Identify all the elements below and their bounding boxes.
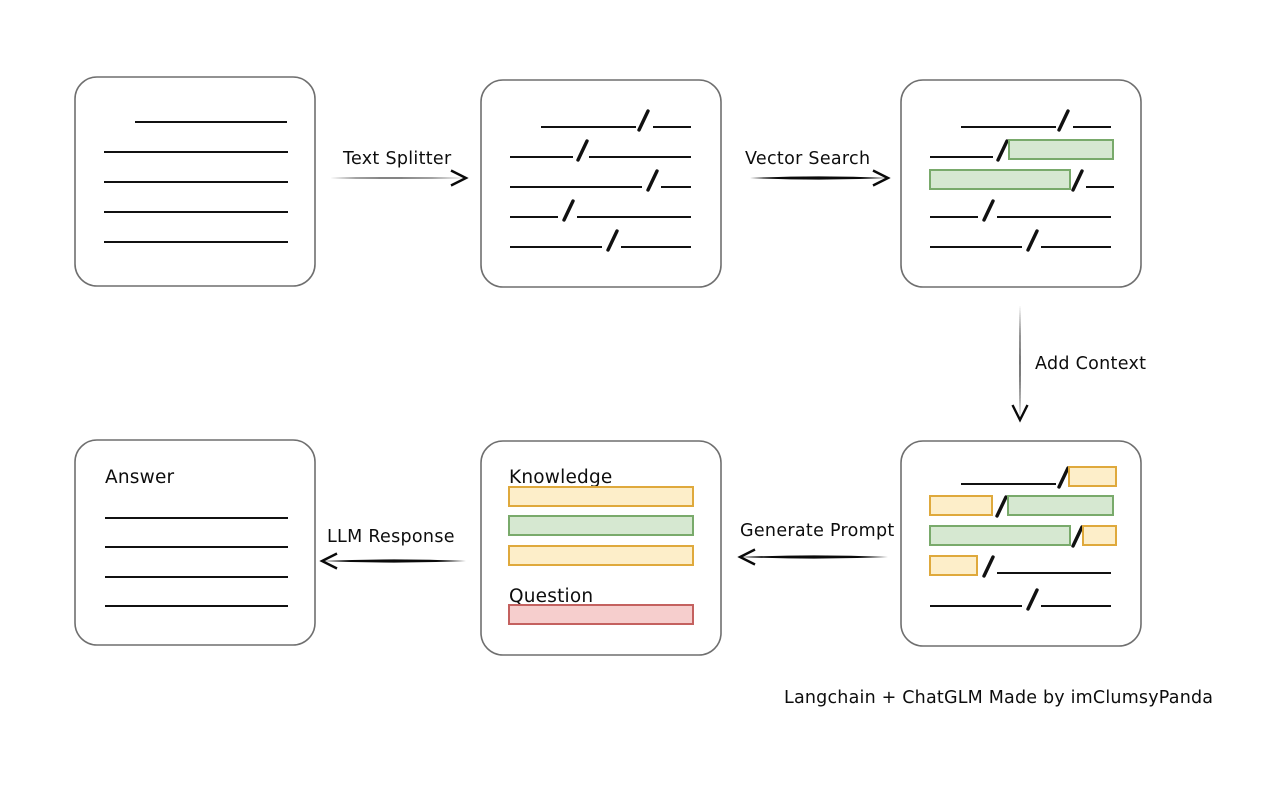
vector-matches-row-2 xyxy=(930,139,1114,162)
answer-frame xyxy=(74,439,316,646)
vector-matches-row-5-seg-2-slash xyxy=(1026,229,1039,252)
generate-prompt-shaft xyxy=(740,555,888,559)
split-chunks-row-2-seg-2-slash xyxy=(576,139,589,162)
add-context-label: Add Context xyxy=(1035,354,1146,374)
context-chunks-row-2-seg-3-highlight-green xyxy=(1007,495,1114,516)
split-chunks-row-3-seg-2-slash xyxy=(646,169,659,192)
llm-response-arrowhead-icon xyxy=(319,552,338,570)
footer-credit: Langchain + ChatGLM Made by imClumsyPand… xyxy=(784,688,1213,708)
vector-search-shaft xyxy=(750,176,888,180)
context-chunks-row-1-seg-3-highlight-yellow xyxy=(1068,466,1117,487)
split-chunks-row-4 xyxy=(510,199,691,222)
context-chunks-row-2 xyxy=(929,495,1114,518)
prompt-row-1 xyxy=(508,486,694,507)
llm-response-label: LLM Response xyxy=(327,527,455,547)
vector-matches-row-1 xyxy=(961,109,1111,132)
context-chunks-row-4-seg-1-highlight-yellow xyxy=(929,555,978,576)
context-chunks-row-3-seg-2-slash xyxy=(1071,525,1084,548)
context-chunks-row-4 xyxy=(929,555,1111,578)
vector-matches-row-3 xyxy=(929,169,1114,192)
add-context-arrowhead-icon xyxy=(1011,404,1029,423)
split-chunks-card[interactable] xyxy=(480,79,722,288)
split-chunks-row-5-seg-2-slash xyxy=(606,229,619,252)
vector-matches-row-2-seg-2-slash xyxy=(996,139,1009,162)
vector-matches-card[interactable] xyxy=(900,79,1142,288)
split-chunks-frame xyxy=(480,79,722,288)
vector-matches-row-3-seg-2-slash xyxy=(1071,169,1084,192)
vector-matches-row-1-seg-2-slash xyxy=(1057,109,1070,132)
vector-matches-row-4 xyxy=(930,199,1111,222)
text-splitter-arrowhead-icon xyxy=(450,169,469,187)
add-context-shaft xyxy=(1019,305,1021,420)
split-chunks-row-3 xyxy=(510,169,691,192)
edge-add-context[interactable]: Add Context xyxy=(1011,305,1147,423)
question-heading: Question xyxy=(509,586,593,607)
prompt-row-4 xyxy=(508,604,694,625)
split-chunks-row-1 xyxy=(541,109,691,132)
split-chunks-row-5 xyxy=(510,229,691,252)
vector-search-arrowhead-icon xyxy=(872,169,891,187)
prompt-row-1-seg-1-highlight-yellow xyxy=(508,486,694,507)
edge-llm-response[interactable]: LLM Response xyxy=(319,527,466,570)
prompt-row-3-seg-1-highlight-yellow xyxy=(508,545,694,566)
vector-matches-row-4-seg-2-slash xyxy=(982,199,995,222)
edge-vector-search[interactable]: Vector Search xyxy=(745,149,891,187)
vector-matches-row-5 xyxy=(930,229,1111,252)
context-chunks-row-3 xyxy=(929,525,1117,548)
context-chunks-row-3-seg-1-highlight-green xyxy=(929,525,1071,546)
vector-matches-row-3-seg-1-highlight-green xyxy=(929,169,1071,190)
split-chunks-row-2 xyxy=(510,139,691,162)
prompt-row-3 xyxy=(508,545,694,566)
prompt-row-2 xyxy=(508,515,694,536)
split-chunks-row-1-seg-2-slash xyxy=(637,109,650,132)
context-chunks-row-1-seg-2-slash xyxy=(1057,466,1070,489)
source-document-card[interactable] xyxy=(74,76,316,287)
text-splitter-label: Text Splitter xyxy=(342,149,452,169)
vector-matches-row-2-seg-3-highlight-green xyxy=(1008,139,1114,160)
context-chunks-card[interactable] xyxy=(900,440,1142,647)
edge-generate-prompt[interactable]: Generate Prompt xyxy=(737,521,895,566)
prompt-row-4-seg-1-highlight-red xyxy=(508,604,694,625)
context-chunks-row-5 xyxy=(930,588,1111,611)
context-chunks-row-1 xyxy=(961,466,1117,489)
generate-prompt-label: Generate Prompt xyxy=(740,521,895,541)
llm-response-shaft xyxy=(322,559,466,563)
context-chunks-row-3-seg-3-highlight-yellow xyxy=(1082,525,1117,546)
split-chunks-row-4-seg-2-slash xyxy=(562,199,575,222)
context-chunks-row-5-seg-2-slash xyxy=(1026,588,1039,611)
context-chunks-row-2-seg-1-highlight-yellow xyxy=(929,495,993,516)
context-chunks-row-2-seg-2-slash xyxy=(995,495,1008,518)
edge-text-splitter[interactable]: Text Splitter xyxy=(330,149,469,187)
answer-card[interactable]: Answer xyxy=(74,439,316,646)
text-splitter-shaft xyxy=(330,177,466,179)
generate-prompt-arrowhead-icon xyxy=(737,548,756,566)
answer-heading: Answer xyxy=(105,467,175,488)
knowledge-heading: Knowledge xyxy=(509,467,613,488)
vector-search-label: Vector Search xyxy=(745,149,870,169)
context-chunks-row-4-seg-2-slash xyxy=(982,555,995,578)
prompt-row-2-seg-1-highlight-green xyxy=(508,515,694,536)
